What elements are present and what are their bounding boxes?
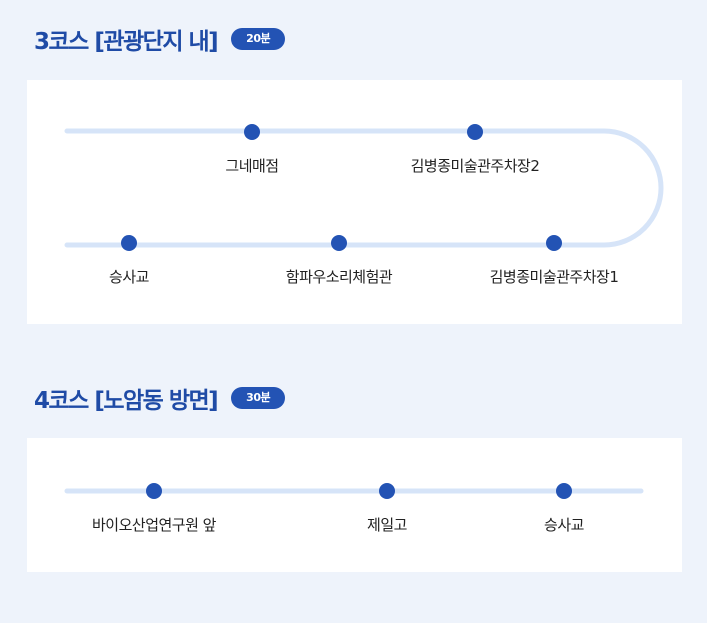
- course-3-title: 3코스 [관광단지 내]: [34, 29, 219, 55]
- stop-label-hampau: 함파우소리체험관: [285, 268, 393, 286]
- stop-label-geunemaejeom: 그네매점: [225, 157, 279, 175]
- course-4-route-map: [64, 483, 644, 499]
- stop-label-seungsagyo: 승사교: [109, 268, 149, 286]
- course-3-route-card: 그네매점 김병종미술관주차장2 김병종미술관주차장1 함파우소리체험관 승사교: [27, 80, 682, 324]
- stop-dot-jeilgo[interactable]: [379, 483, 395, 499]
- stop-dot-geunemaejeom[interactable]: [244, 124, 260, 140]
- course-4-title: 4코스 [노암동 방면]: [34, 388, 219, 414]
- stop-label-seungsagyo-2: 승사교: [544, 516, 584, 534]
- course-4-duration-badge: 30분: [231, 387, 286, 409]
- stop-dot-hampau[interactable]: [331, 235, 347, 251]
- stop-dot-bio-institute[interactable]: [146, 483, 162, 499]
- stop-dot-seungsagyo[interactable]: [121, 235, 137, 251]
- course-4-route-card: 바이오산업연구원 앞 제일고 승사교: [27, 438, 682, 572]
- course-3-route-map: [64, 124, 664, 251]
- course-3-route-line: [64, 128, 664, 248]
- stop-label-bio-institute: 바이오산업연구원 앞: [92, 516, 216, 534]
- stop-dot-parking-2[interactable]: [467, 124, 483, 140]
- stop-label-parking-2: 김병종미술관주차장2: [410, 157, 540, 175]
- stop-dot-seungsagyo-2[interactable]: [556, 483, 572, 499]
- course-3-duration-badge: 20분: [231, 28, 286, 50]
- course-3-heading: 3코스 [관광단지 내] 20분: [34, 22, 286, 56]
- stop-dot-parking-1[interactable]: [546, 235, 562, 251]
- course-4-heading: 4코스 [노암동 방면] 30분: [34, 381, 286, 415]
- stop-label-parking-1: 김병종미술관주차장1: [489, 268, 619, 286]
- stop-label-jeilgo: 제일고: [367, 516, 407, 534]
